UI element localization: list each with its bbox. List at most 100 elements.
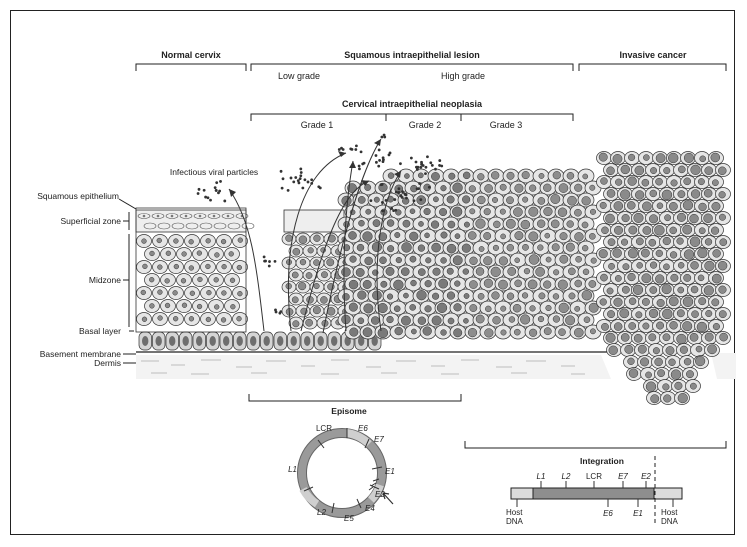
viral-particle	[207, 196, 210, 199]
cell-nucleus	[401, 316, 410, 325]
cell-nucleus	[363, 280, 371, 288]
cell-nucleus	[712, 180, 718, 186]
cell-nucleus	[609, 346, 618, 355]
host-dna-right-host: Host	[661, 508, 678, 517]
cell-nucleus	[341, 268, 350, 277]
cell-nucleus	[642, 179, 649, 186]
cell-nucleus	[366, 209, 371, 214]
cell-nucleus	[643, 226, 651, 234]
cell-nucleus	[393, 280, 403, 290]
cell-nucleus	[292, 272, 298, 278]
viral-particle	[279, 312, 282, 315]
viral-particle	[297, 179, 300, 182]
cell-nucleus	[513, 207, 522, 216]
viral-particle	[223, 200, 226, 203]
cell-nucleus	[675, 382, 683, 390]
host-dna-left-host: Host	[506, 508, 523, 517]
cell-nucleus	[601, 323, 608, 330]
basal-nucleus	[331, 336, 337, 346]
cell-nucleus	[447, 244, 456, 253]
cell-nucleus	[634, 213, 644, 223]
cell-nucleus	[221, 318, 226, 323]
basal-nucleus	[237, 336, 243, 346]
cell-nucleus	[300, 259, 306, 265]
viral-particle	[418, 182, 421, 185]
cell-nucleus	[433, 268, 441, 276]
cell-nucleus	[381, 281, 387, 287]
cell-nucleus	[608, 263, 614, 269]
cell-nucleus	[698, 248, 708, 258]
cell-nucleus	[684, 250, 694, 260]
cell-nucleus	[485, 306, 491, 312]
cell-nucleus	[671, 180, 678, 187]
cell-nucleus	[387, 294, 393, 300]
basal-nucleus	[183, 336, 189, 346]
cell-nucleus	[560, 255, 568, 263]
episome-gene-e4: E4	[365, 504, 375, 513]
cell-nucleus	[589, 280, 596, 287]
cell-nucleus	[720, 333, 728, 341]
cell-nucleus	[221, 291, 226, 296]
cell-nucleus	[358, 318, 364, 324]
cell-nucleus	[349, 303, 358, 312]
lesion-epithelium-cells	[282, 169, 601, 339]
cell-nucleus	[558, 329, 565, 336]
lesion-superficial-zone	[284, 210, 344, 232]
basal-nucleus	[250, 336, 256, 346]
cell-nucleus	[657, 203, 663, 209]
integration-gene-e2: E2	[641, 472, 651, 481]
cell-nucleus	[669, 297, 678, 306]
cell-nucleus	[363, 232, 373, 242]
viral-particle	[410, 157, 413, 160]
viral-particle	[438, 159, 441, 162]
cell-nucleus	[691, 261, 699, 269]
cell-nucleus	[601, 227, 608, 234]
cell-nucleus	[431, 172, 439, 180]
cell-nucleus	[705, 167, 713, 175]
cell-nucleus	[650, 190, 657, 197]
basal-nucleus	[277, 336, 283, 346]
cell-nucleus	[544, 328, 551, 335]
cell-nucleus	[697, 322, 707, 332]
cell-nucleus	[635, 166, 644, 175]
cell-nucleus	[678, 262, 684, 268]
cell-nucleus	[633, 285, 643, 295]
cell-nucleus	[544, 207, 553, 216]
basal-layer-label: Basal layer	[79, 326, 121, 336]
cell-nucleus	[589, 233, 595, 239]
cell-nucleus	[410, 209, 415, 214]
viral-particle	[419, 166, 422, 169]
cell-nucleus	[515, 280, 522, 287]
cell-nucleus	[642, 298, 649, 305]
cell-nucleus	[649, 215, 658, 224]
cell-nucleus	[452, 207, 462, 217]
cell-nucleus	[720, 239, 727, 246]
cell-nucleus	[182, 303, 187, 308]
cell-nucleus	[678, 287, 684, 293]
cell-nucleus	[454, 281, 460, 287]
cell-nucleus	[607, 167, 615, 175]
cell-nucleus	[691, 190, 700, 199]
grade2-label: Grade 2	[409, 120, 442, 130]
cell-nucleus	[650, 167, 656, 173]
cell-nucleus	[560, 232, 568, 240]
viral-particle	[401, 190, 404, 193]
cell-nucleus	[478, 293, 484, 299]
cell-nucleus	[158, 316, 163, 321]
cell-nucleus	[350, 328, 359, 337]
cell-nucleus	[387, 220, 394, 227]
viral-particle	[358, 165, 361, 168]
cell-nucleus	[498, 280, 507, 289]
viral-particle	[378, 149, 381, 152]
cell-nucleus	[698, 275, 704, 281]
cell-nucleus	[678, 190, 685, 197]
cell-nucleus	[485, 184, 493, 192]
cell-nucleus	[165, 303, 170, 308]
viral-particle	[399, 162, 402, 165]
cell-nucleus	[543, 281, 551, 289]
cell-nucleus	[441, 257, 447, 263]
cell-nucleus	[313, 306, 320, 313]
squamous-epithelium-label: Squamous epithelium	[37, 191, 119, 201]
cell-nucleus	[320, 296, 327, 303]
cell-nucleus	[607, 288, 613, 294]
